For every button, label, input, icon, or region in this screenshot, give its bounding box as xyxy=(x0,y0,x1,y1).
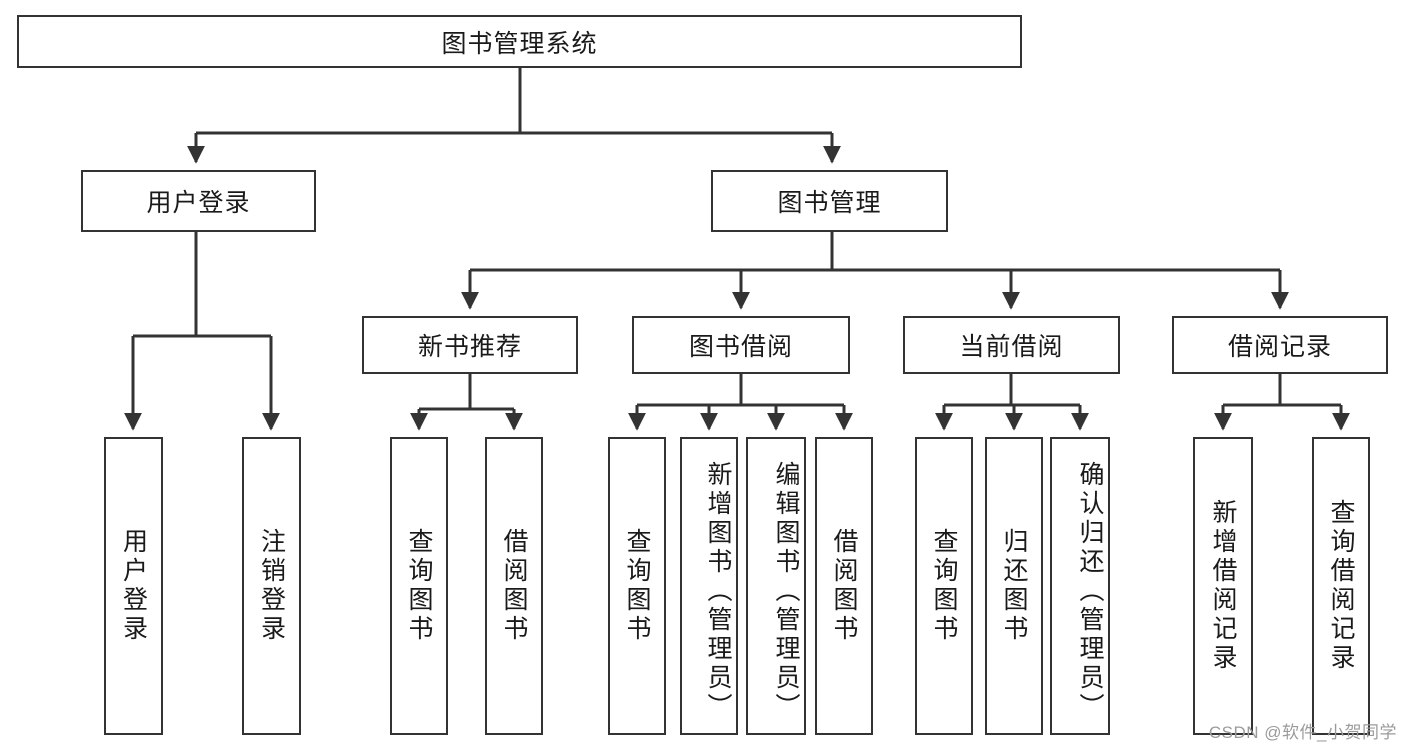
node-borrow-record[interactable]: 借阅记录 xyxy=(1172,316,1388,374)
node-user-login[interactable]: 用户登录 xyxy=(81,170,316,232)
leaf-query-book-borrow[interactable]: 查询图书 xyxy=(608,437,666,735)
leaf-logout-login[interactable]: 注销登录 xyxy=(242,437,301,735)
node-book-borrow[interactable]: 图书借阅 xyxy=(632,316,850,374)
node-book-management[interactable]: 图书管理 xyxy=(711,170,948,232)
leaf-add-book-admin[interactable]: 新增图书（管理员） xyxy=(680,437,738,735)
watermark: CSDN @软件_小贺同学 xyxy=(1208,723,1397,742)
leaf-return-book[interactable]: 归还图书 xyxy=(985,437,1043,735)
leaf-query-book-new-recommend[interactable]: 查询图书 xyxy=(390,437,448,735)
leaf-borrow-book-borrow[interactable]: 借阅图书 xyxy=(815,437,873,735)
leaf-user-login[interactable]: 用户登录 xyxy=(104,437,163,735)
leaf-confirm-return-admin[interactable]: 确认归还（管理员） xyxy=(1050,437,1110,735)
node-current-borrow[interactable]: 当前借阅 xyxy=(903,316,1120,374)
leaf-query-book-current[interactable]: 查询图书 xyxy=(915,437,973,735)
leaf-query-borrow-record[interactable]: 查询借阅记录 xyxy=(1312,437,1370,735)
leaf-edit-book-admin[interactable]: 编辑图书（管理员） xyxy=(746,437,806,735)
node-root[interactable]: 图书管理系统 xyxy=(17,15,1022,68)
leaf-add-borrow-record[interactable]: 新增借阅记录 xyxy=(1193,437,1253,735)
node-new-book-recommend[interactable]: 新书推荐 xyxy=(362,316,578,374)
leaf-borrow-book-new-recommend[interactable]: 借阅图书 xyxy=(485,437,543,735)
